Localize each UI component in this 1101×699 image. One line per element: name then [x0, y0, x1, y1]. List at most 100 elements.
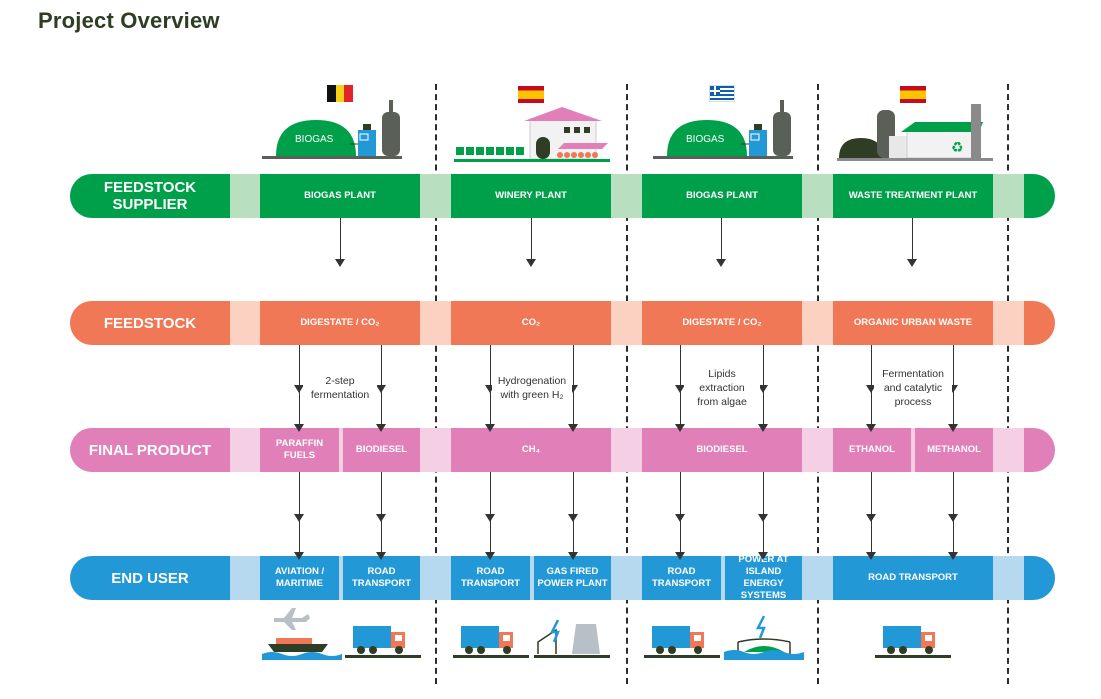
band-spacer: [420, 301, 451, 345]
island-energy-icon: [724, 615, 804, 660]
biogas-plant-icon: BIOGAS: [262, 100, 402, 159]
band-spacer: [611, 428, 642, 472]
cell-enduser-1: AVIATION / MARITIME: [274, 566, 325, 589]
band-spacer: [420, 556, 451, 600]
process-label-2: Hydrogenation with green H₂: [492, 374, 572, 402]
airplane-ship-icon: [262, 608, 342, 660]
cell-supplier-3: BIOGAS PLANT: [686, 190, 758, 201]
biogas-sign: BIOGAS: [686, 134, 725, 145]
flow-line: [758, 389, 768, 432]
band-spacer: [611, 174, 642, 218]
process-label-4: Fermentation and catalytic process: [874, 367, 952, 409]
band-spacer: [339, 556, 343, 600]
band-spacer: [420, 174, 451, 218]
band-spacer: [230, 556, 260, 600]
flow-arrow: [485, 345, 495, 393]
flow-arrow: [948, 345, 958, 393]
flag-spain-icon: [518, 86, 544, 103]
cell-supplier-1: BIOGAS PLANT: [304, 190, 376, 201]
flow-arrow: [866, 345, 876, 393]
process-label-1: 2-step fermentation: [303, 374, 377, 402]
band-spacer: [339, 428, 343, 472]
band-spacer: [993, 174, 1024, 218]
flow-arrow: [526, 218, 536, 267]
band-spacer: [611, 301, 642, 345]
cell-enduser-7: ROAD TRANSPORT: [868, 572, 958, 583]
band-spacer: [230, 428, 260, 472]
cell-feedstock-1: DIGESTATE / CO₂: [300, 317, 380, 328]
cell-product-4: BIODIESEL: [696, 444, 748, 455]
flow-line: [485, 518, 495, 560]
flow-arrow: [294, 472, 304, 522]
truck-icon: [875, 626, 951, 658]
flow-line: [758, 518, 768, 560]
cell-supplier-2: WINERY PLANT: [495, 190, 567, 201]
band-spacer: [993, 556, 1024, 600]
power-plant-icon: [534, 619, 610, 658]
cell-product-3: CH₄: [521, 444, 541, 455]
row-label-feedstock: FEEDSTOCK: [103, 314, 197, 332]
flow-line: [376, 518, 386, 560]
band-spacer: [530, 556, 534, 600]
band-spacer: [721, 556, 725, 600]
process-label-3: Lipids extraction from algae: [684, 367, 760, 409]
band-spacer: [802, 556, 833, 600]
flow-arrow: [758, 345, 768, 393]
truck-icon: [644, 626, 720, 658]
flow-arrow: [948, 472, 958, 522]
row-label-end-user: END USER: [111, 569, 189, 587]
cell-feedstock-4: ORGANIC URBAN WASTE: [853, 317, 973, 328]
recycle-icon: ♻: [951, 140, 964, 156]
flow-arrow: [568, 345, 578, 393]
flow-arrow: [675, 472, 685, 522]
flow-line: [376, 389, 386, 432]
truck-icon: [345, 626, 421, 658]
cell-feedstock-3: DIGESTATE / CO₂: [682, 317, 762, 328]
flow-line: [568, 518, 578, 560]
flow-arrow: [866, 472, 876, 522]
page-title: Project Overview: [38, 8, 220, 33]
flow-line: [568, 389, 578, 432]
flag-greece-icon: [709, 85, 735, 102]
waste-treatment-plant-icon: ♻: [837, 104, 993, 161]
column-divider: [435, 84, 437, 684]
flow-arrow: [675, 345, 685, 393]
cell-product-6: METHANOL: [927, 444, 981, 455]
column-divider: [1007, 84, 1009, 684]
row-label-final-product: FINAL PRODUCT: [88, 441, 212, 459]
flow-arrow: [568, 472, 578, 522]
row-label-feedstock-supplier: FEEDSTOCK SUPPLIER: [103, 179, 197, 213]
band-spacer: [802, 428, 833, 472]
flow-arrow: [485, 472, 495, 522]
cell-enduser-4: GAS FIRED POWER PLANT: [537, 566, 608, 589]
cell-feedstock-2: CO₂: [521, 317, 541, 328]
flow-line: [948, 518, 958, 560]
cell-enduser-6: POWER AT ISLAND ENERGY SYSTEMS: [738, 554, 789, 601]
cell-enduser-3: ROAD TRANSPORT: [460, 566, 521, 589]
band-spacer: [802, 301, 833, 345]
flow-line: [866, 389, 876, 432]
truck-icon: [453, 626, 529, 658]
band-spacer: [230, 301, 260, 345]
band-spacer: [802, 174, 833, 218]
cell-supplier-4: WASTE TREATMENT PLANT: [848, 190, 978, 201]
flow-arrow: [907, 218, 917, 267]
flow-line: [866, 518, 876, 560]
flag-belgium-icon: [327, 85, 354, 102]
column-divider: [626, 84, 628, 684]
winery-plant-icon: [454, 107, 610, 162]
cell-product-1: PARAFFIN FUELS: [275, 438, 324, 461]
flag-spain-icon: [900, 86, 926, 103]
flow-arrow: [335, 218, 345, 267]
band-spacer: [611, 556, 642, 600]
band-spacer: [911, 428, 915, 472]
band-spacer: [993, 428, 1024, 472]
flow-line: [675, 389, 685, 432]
flow-arrow: [716, 218, 726, 267]
flow-arrow: [376, 472, 386, 522]
flow-line: [294, 518, 304, 560]
band-spacer: [420, 428, 451, 472]
flow-arrow: [376, 345, 386, 393]
flow-arrow: [294, 345, 304, 393]
flow-line: [294, 389, 304, 432]
